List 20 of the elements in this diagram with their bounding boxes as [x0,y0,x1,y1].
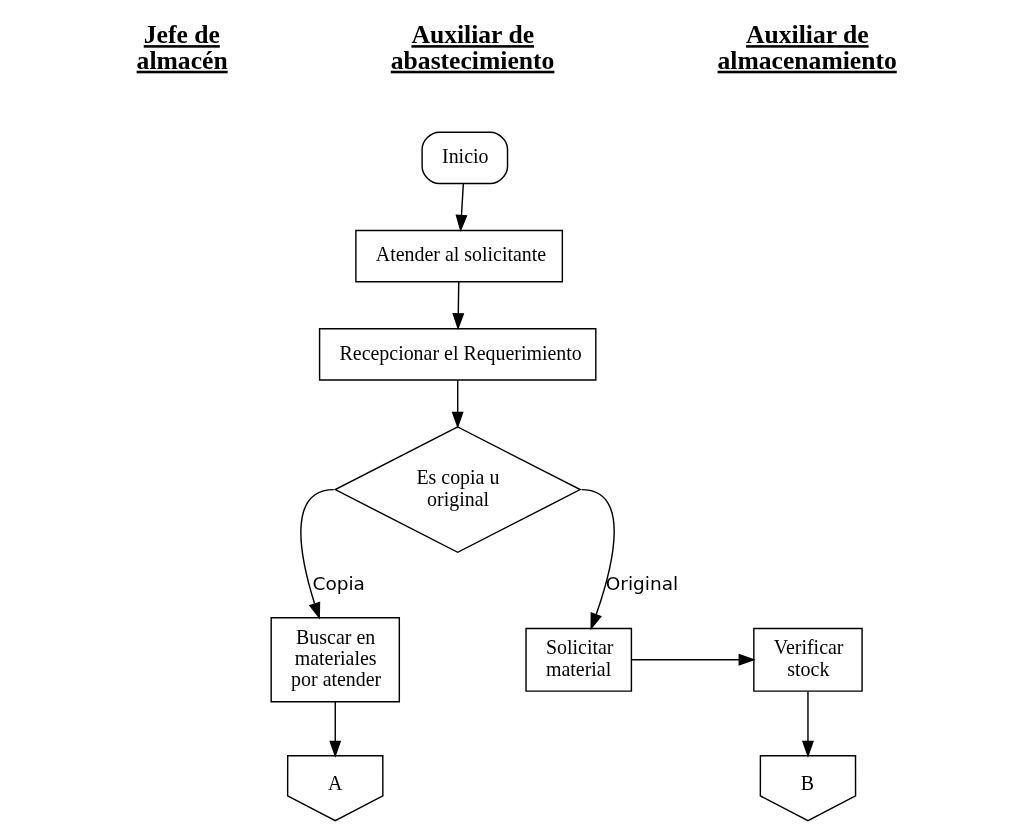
node-box: Atender al solicitante [355,229,564,283]
edge-label: Copia [312,572,365,594]
node-diamond: Es copia u original [333,426,582,554]
arrow [455,183,468,233]
label: Jefe de almacén [136,20,228,75]
label: Auxiliar de abastecimiento [390,20,555,75]
arrow [452,281,465,331]
node-box: Verificar stock [753,627,863,692]
arrow [580,488,615,631]
node-box: Buscar en materiales por atender [270,617,401,703]
node-box: Solicitar material [525,627,633,692]
label: Auxiliar de almacenamiento [717,20,897,75]
arrow [451,379,464,429]
node-box: Recepcionar el Requerimiento [318,328,597,381]
arrow [630,653,756,666]
arrow [300,488,335,620]
node-box: Inicio [421,131,509,185]
arrow [801,690,814,758]
arrow [329,701,342,758]
edge-label: Original [605,572,679,594]
